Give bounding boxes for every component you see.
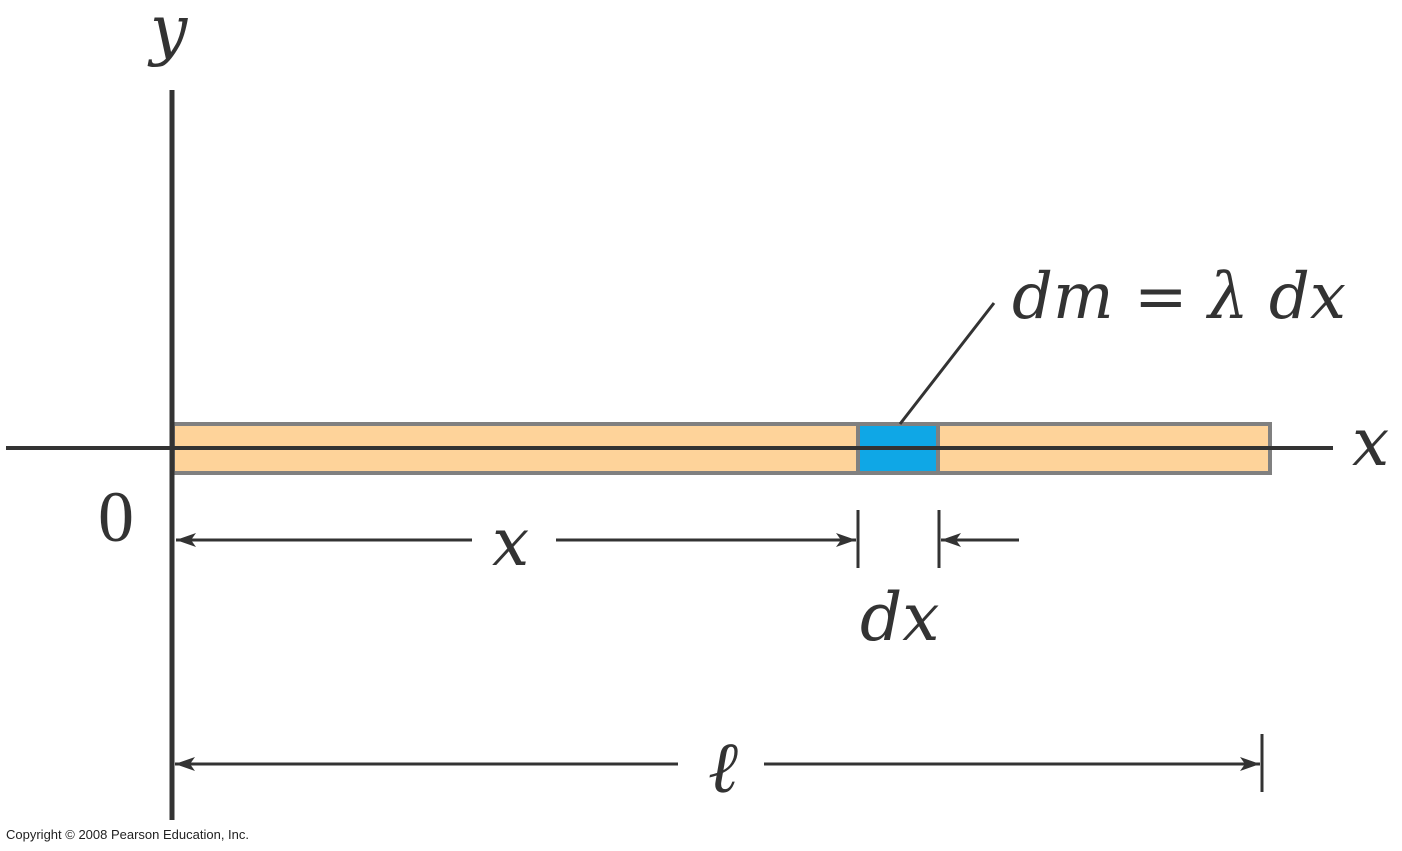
y-axis-label: y — [147, 0, 188, 68]
x-axis-label: x — [1352, 404, 1389, 481]
origin-label: 0 — [98, 477, 134, 557]
distance-x-label: x — [492, 504, 529, 581]
element-leader-line — [898, 302, 996, 425]
element-mass-label: dm = λ dx — [1012, 260, 1346, 334]
element-width-label: dx — [860, 579, 939, 656]
length-label: ℓ — [708, 725, 738, 809]
copyright-text: Copyright © 2008 Pearson Education, Inc. — [6, 827, 249, 842]
